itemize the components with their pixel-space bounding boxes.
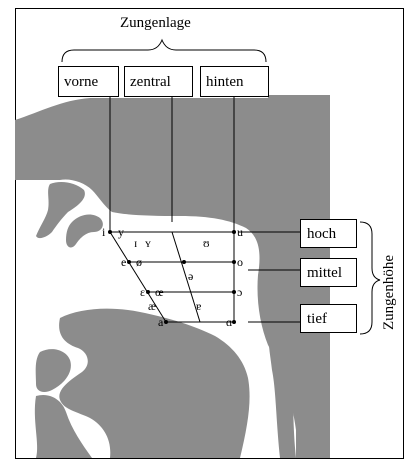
vowel-turned-a: ɐ [196,299,201,313]
vowel-trapezoid-grid [110,232,234,322]
zungenlage-title: Zungenlage [120,15,191,31]
label-hoch: hoch [307,226,337,242]
label-zentral: zentral [130,74,171,90]
vowel-oe: œ [155,285,164,299]
vowel-script-a: ɑ [226,315,232,329]
vowel-open-o: ɔ [237,285,242,299]
position-label-boxes: vorne zentral hinten [59,67,269,97]
zungenhoehe-brace [360,222,380,334]
vowel-ae: æ [148,299,156,313]
vowel-o: o [237,255,243,269]
dot-open-mid-back [232,290,236,294]
dot-close-back [232,230,236,234]
label-vorne: vorne [64,74,98,90]
zungenlage-brace [62,40,266,62]
vowel-schwa: ə [188,269,193,283]
tongue-shape [59,309,249,458]
dot-close-mid-front [127,260,131,264]
label-hinten: hinten [206,74,244,90]
vowel-a: a [158,315,164,329]
vowel-e: e [121,255,126,269]
vowel-o-slash: ø [136,255,142,269]
upper-teeth-shape [66,215,103,248]
vowel-i: i [102,225,106,239]
vowel-small-i: ɪ [134,236,137,250]
zungenhoehe-title: Zungenhöhe [381,255,397,330]
dot-close-front [108,230,112,234]
vowel-u: u [237,225,243,239]
dot-open-front [164,320,168,324]
vowel-upsilon: ʊ [203,236,210,250]
dot-close-mid-central [182,260,186,264]
vowel-dots [108,230,236,324]
dot-open-mid-front [146,290,150,294]
dot-open-back [232,320,236,324]
label-tief: tief [307,311,327,327]
vowel-small-y: ʏ [145,236,151,250]
vowel-open-e: ɛ [140,285,145,299]
grid-front-edge [110,232,166,322]
vowel-y: y [118,225,124,239]
dot-close-mid-back [232,260,236,264]
height-label-boxes: hoch mittel tief [301,220,357,333]
label-mittel: mittel [307,265,342,281]
